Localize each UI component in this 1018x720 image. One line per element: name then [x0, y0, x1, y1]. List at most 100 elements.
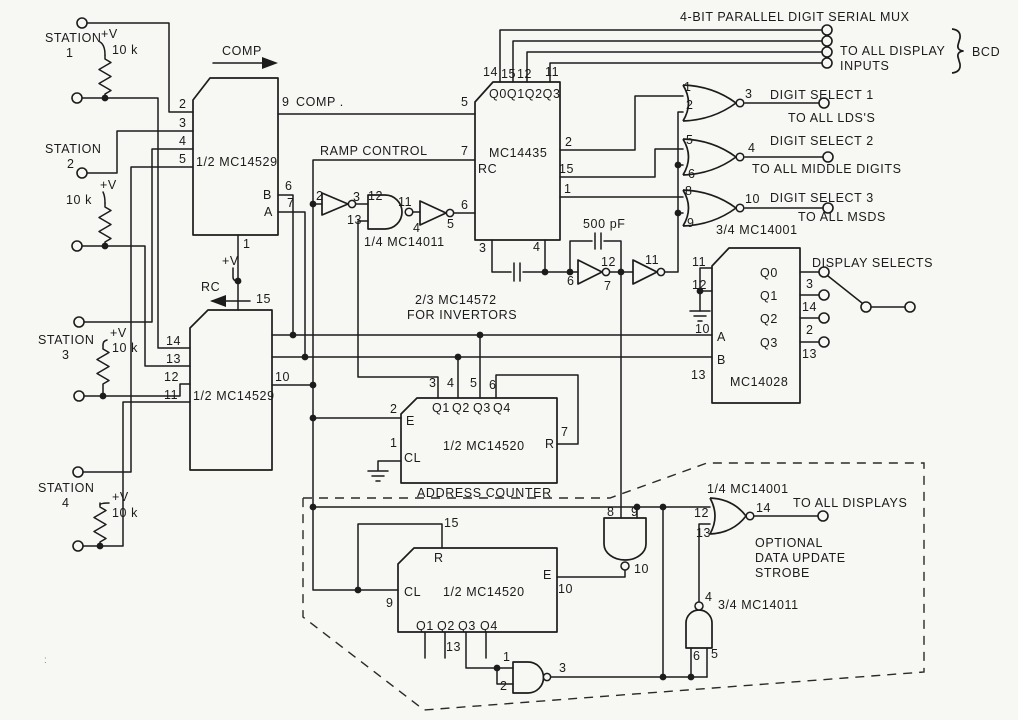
station1-number: 1	[66, 46, 74, 60]
addr-q3: Q3	[473, 401, 491, 415]
nand3-pin1: 1	[503, 650, 511, 664]
wire-station2-switch	[86, 130, 194, 174]
mc14435-pin12-top: 12	[517, 67, 532, 81]
resistors	[93, 41, 239, 547]
terminal-bus-q2	[821, 46, 833, 58]
inverter1-bubble	[347, 199, 357, 209]
addr-port-cl: CL	[404, 451, 421, 465]
terminal-station1-switch	[76, 17, 88, 29]
station4-number: 4	[62, 496, 70, 510]
ground-address-counter	[367, 470, 389, 482]
terminal-switch-out	[904, 301, 916, 313]
display-selects-label: DISPLAY SELECTS	[812, 256, 933, 270]
station3-number: 3	[62, 348, 70, 362]
nand1-mc14011	[367, 194, 403, 230]
nor3-pin10: 10	[745, 192, 760, 206]
terminal-station2-switch	[76, 167, 88, 179]
terminal-bus-q0	[821, 24, 833, 36]
ic-mc14028	[711, 247, 801, 404]
nor2-pin5: 5	[686, 133, 694, 147]
ic-mc14520-lower	[397, 547, 558, 633]
wire-station3-pot	[83, 383, 191, 397]
ctr2-pin13: 13	[446, 640, 461, 654]
mc14028-q2-pin: 2	[806, 323, 814, 337]
mc14028-q1: Q1	[760, 289, 778, 303]
wire-pin2-row	[559, 95, 684, 151]
nand2-bubble	[620, 561, 630, 571]
chip2-pin14: 14	[166, 334, 181, 348]
chip1-pin2: 2	[179, 97, 187, 111]
wire-feedback-left	[569, 240, 593, 273]
chip1-pin4: 4	[179, 134, 187, 148]
optional-label-1: OPTIONAL	[755, 536, 823, 550]
nor2-gate	[682, 138, 737, 176]
chip1-pin6-num: 6	[285, 179, 293, 193]
capacitor-500pf	[594, 232, 602, 250]
resistor-station1	[98, 54, 112, 99]
chip1-port-b: B	[263, 188, 272, 202]
station2-title: STATION	[45, 142, 102, 156]
wire-nor4-in13	[698, 523, 711, 603]
chip1-pin5: 5	[179, 152, 187, 166]
inv4-pin11: 11	[645, 253, 659, 267]
vplus-hook-station1	[99, 41, 106, 56]
nand4-pin5: 5	[711, 647, 719, 661]
mc14435-pin5: 5	[461, 95, 469, 109]
mc14435-pin2: 2	[565, 135, 573, 149]
mc14435-pin3: 3	[479, 241, 487, 255]
mc14028-q0: Q0	[760, 266, 778, 280]
inv2-pin4: 4	[413, 221, 421, 235]
chip1-pin7-num: 7	[287, 196, 295, 210]
nand1-pin13: 13	[347, 213, 362, 227]
address-counter-label: ADDRESS COUNTER	[417, 486, 552, 500]
ctr2-port-e: E	[543, 568, 552, 582]
to-all-msds-label: TO ALL MSDS	[798, 210, 886, 224]
wire-bus-q1	[512, 40, 823, 83]
nand2-gate	[603, 517, 647, 561]
nand3-pin2: 2	[500, 679, 508, 693]
terminal-station4-switch	[72, 466, 84, 478]
wire-addr-pin6-r	[495, 374, 579, 445]
wire-pin15-row	[559, 148, 684, 178]
addr-q1: Q1	[432, 401, 450, 415]
station4-vplus: +V	[112, 490, 129, 504]
optional-label-2: DATA UPDATE	[755, 551, 846, 565]
addr-port-e: E	[406, 414, 415, 428]
nor4-gate	[709, 497, 747, 535]
nor2-pin4: 4	[748, 141, 756, 155]
mc14572-label-1: 2/3 MC14572	[415, 293, 497, 307]
station1-resistor-value: 10 k	[112, 43, 138, 57]
station2-number: 2	[67, 157, 75, 171]
inv1-pin2: 2	[316, 189, 324, 203]
terminal-14028-q2	[818, 312, 830, 324]
digit-select-3-label: DIGIT SELECT 3	[770, 191, 874, 205]
chip2-pin15: 15	[256, 292, 271, 306]
wire-chip1-b	[277, 194, 294, 336]
to-all-displays-label: TO ALL DISPLAYS	[793, 496, 907, 510]
inv2-pin5: 5	[447, 217, 455, 231]
ctr2-pin15: 15	[444, 516, 459, 530]
mc14435-pin11-top: 11	[545, 65, 559, 79]
terminals	[71, 17, 916, 552]
mc14011a-label: 1/4 MC14011	[364, 235, 445, 249]
mc14028-pin12: 12	[692, 278, 707, 292]
mc14028-q3-pin: 13	[802, 347, 817, 361]
mc14028-label: MC14028	[730, 375, 788, 389]
resistor-station2	[98, 202, 112, 247]
terminal-14028-q3	[818, 336, 830, 348]
wire-station2-pot	[81, 245, 191, 367]
mc14435-label: MC14435	[489, 146, 547, 160]
station3-title: STATION	[38, 333, 95, 347]
nor1-gate	[682, 84, 737, 122]
mc14028-q2: Q2	[760, 312, 778, 326]
nand3-bubble	[542, 672, 552, 682]
addr-pin2: 2	[390, 402, 398, 416]
nor1-bubble	[735, 98, 745, 108]
rc-net-label: RC	[201, 280, 220, 294]
mc14028-port-b: B	[717, 353, 726, 367]
mc14435-rc-port: RC	[478, 162, 497, 176]
vplus-hook-station2	[102, 191, 106, 204]
comp-net-label: COMP .	[296, 95, 344, 109]
addr-pin4: 4	[447, 376, 455, 390]
